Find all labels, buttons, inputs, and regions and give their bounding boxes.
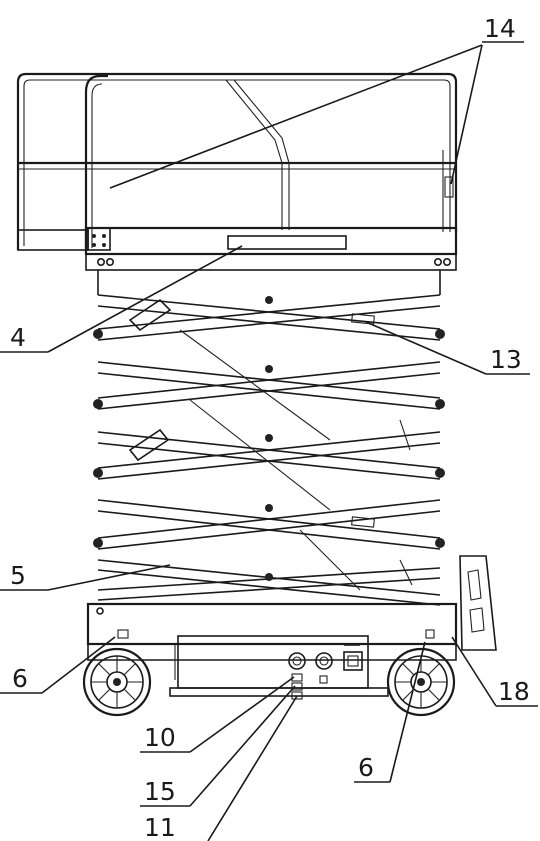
wheel-left <box>82 647 152 717</box>
callout-10: 10 <box>144 723 176 752</box>
scissor-stack <box>93 270 445 606</box>
callout-5: 5 <box>10 561 26 590</box>
callout-6-right: 6 <box>358 753 374 782</box>
leader-lines <box>0 41 538 841</box>
callout-18: 18 <box>498 677 530 706</box>
platform-guardrail <box>16 72 458 271</box>
callout-6-left: 6 <box>12 664 28 693</box>
callout-11: 11 <box>144 813 176 841</box>
callout-14: 14 <box>484 14 516 43</box>
chassis <box>86 555 497 700</box>
wheel-right <box>386 647 456 717</box>
callout-4: 4 <box>10 323 26 352</box>
callout-13: 13 <box>490 345 522 374</box>
callout-labels: 14 4 13 5 6 18 10 6 15 11 <box>10 14 530 841</box>
callout-15: 15 <box>144 777 176 806</box>
